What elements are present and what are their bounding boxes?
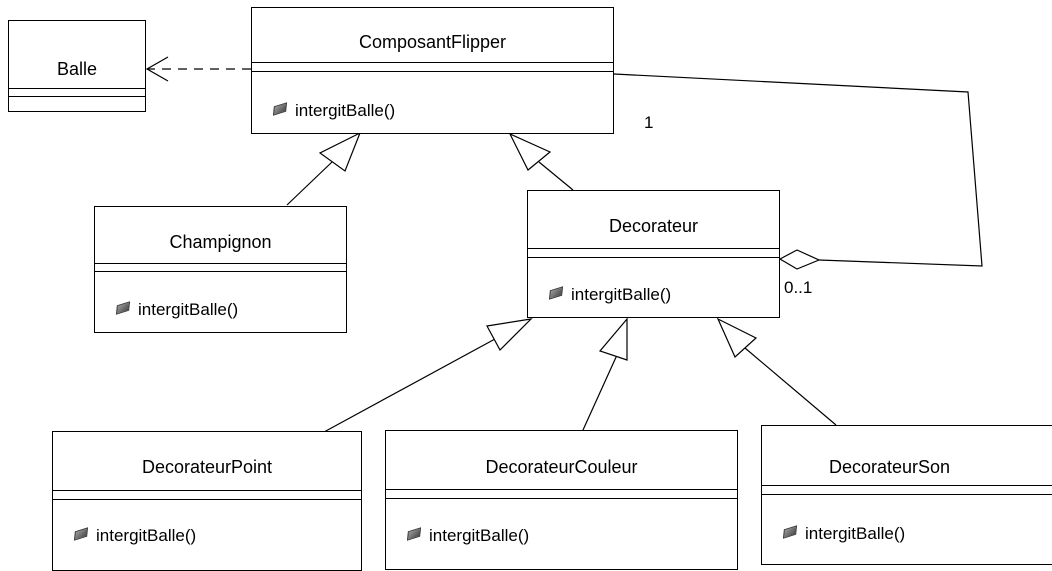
generalization-arrowhead-point [486,318,533,351]
multiplicity-decorateur: 0..1 [784,278,813,297]
class-separator [95,263,346,264]
class-separator [95,271,346,272]
class-separator [53,499,361,500]
method-label: intergitBalle() [429,526,530,545]
method-label: intergitBalle() [138,300,239,319]
generalization-line-couleur [582,354,618,431]
class-decorateur-couleur[interactable]: DecorateurCouleur intergitBalle() [385,430,738,570]
class-decorateur-point[interactable]: DecorateurPoint intergitBalle() [52,431,362,571]
generalization-arrowhead-couleur [598,317,628,361]
class-name: Champignon [169,232,272,252]
aggregation-line [613,73,983,267]
operation-icon [272,102,288,116]
method-row: intergitBalle() [782,524,906,544]
connectors-layer [145,56,983,433]
method-row: intergitBalle() [406,526,530,546]
class-separator [762,494,1052,495]
class-separator [528,257,779,258]
method-row: intergitBalle() [115,300,239,320]
class-decorateur-son[interactable]: DecorateurSon intergitBalle() [761,425,1052,565]
class-separator [252,71,613,72]
method-row: intergitBalle() [73,526,197,546]
class-name: Balle [56,59,98,79]
class-separator [9,96,145,97]
class-champignon[interactable]: Champignon intergitBalle() [94,206,347,333]
operation-icon [73,527,89,541]
class-balle[interactable]: Balle [8,20,146,112]
aggregation-diamond [778,249,821,270]
class-separator [386,489,737,490]
multiplicity-composant: 1 [644,113,654,132]
generalization-arrowhead-champignon [318,131,362,172]
generalization-line-decorateur [538,161,574,191]
class-name: ComposantFlipper [358,32,507,52]
class-separator [53,490,361,491]
operation-icon [115,301,131,315]
class-name: DecorateurPoint [141,457,273,477]
generalization-line-son [744,347,837,426]
method-label: intergitBalle() [96,526,197,545]
method-label: intergitBalle() [571,285,672,304]
method-row: intergitBalle() [548,285,672,305]
method-label: intergitBalle() [805,524,906,543]
class-separator [252,62,613,63]
class-separator [386,498,737,499]
class-separator [528,248,779,249]
class-decorateur[interactable]: Decorateur intergitBalle() [527,190,780,318]
class-name: DecorateurSon [828,457,951,477]
operation-icon [782,525,798,539]
generalization-line-champignon [286,161,333,206]
generalization-arrowhead-decorateur [508,132,552,171]
operation-icon [548,286,564,300]
class-separator [9,88,145,89]
dependency-arrowhead [145,56,169,82]
class-composant-flipper[interactable]: ComposantFlipper intergitBalle() [251,7,614,134]
operation-icon [406,527,422,541]
method-row: intergitBalle() [272,101,396,121]
class-name: DecorateurCouleur [485,457,638,477]
generalization-line-point [323,332,507,433]
generalization-arrowhead-son [716,317,758,358]
class-separator [762,485,1052,486]
method-label: intergitBalle() [295,101,396,120]
class-name: Decorateur [608,216,699,236]
